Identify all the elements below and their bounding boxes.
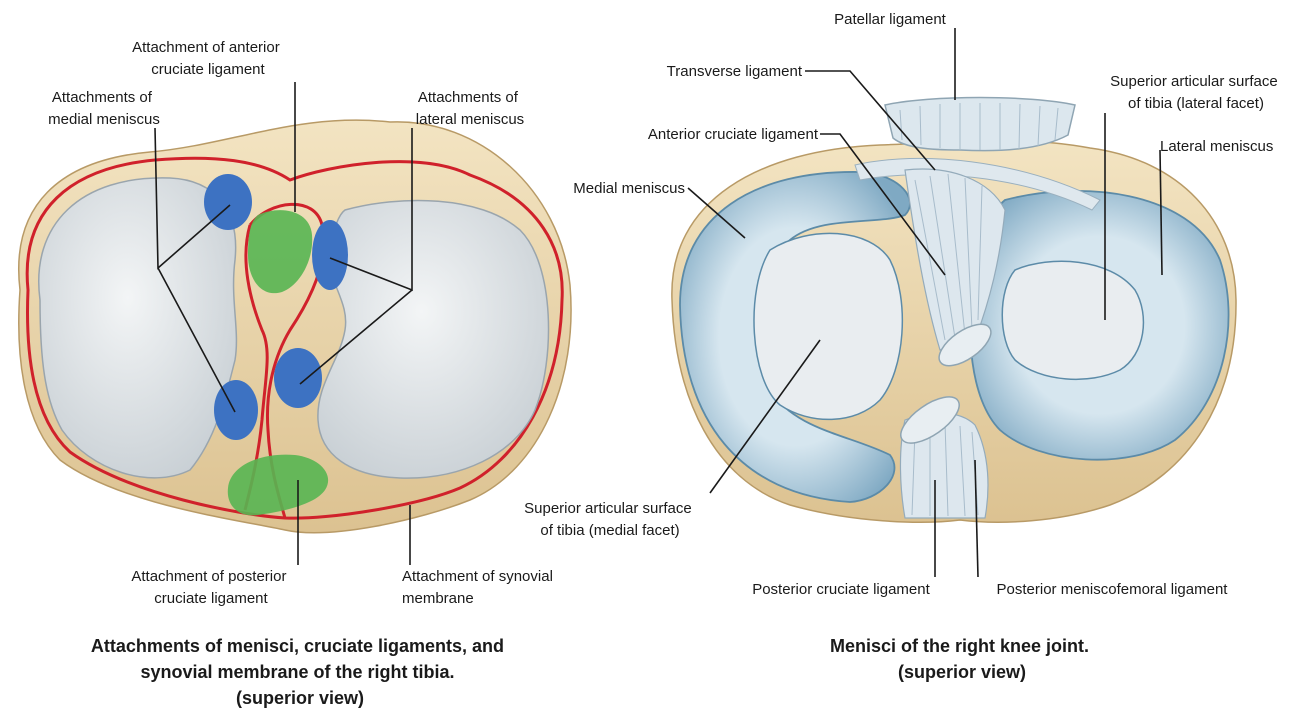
label-medial-meniscus-attachments: Attachments of medial meniscus <box>48 89 160 128</box>
label-posterior-cruciate-ligament: Posterior cruciate ligament <box>752 581 930 598</box>
label-lm-line1: Attachments of <box>418 89 519 106</box>
label-transverse-ligament: Transverse ligament <box>667 63 803 80</box>
left-caption: Attachments of menisci, cruciate ligamen… <box>91 636 509 708</box>
label-lateral-meniscus: Lateral meniscus <box>1160 138 1273 155</box>
medial-meniscus-posterior-attachment <box>214 380 258 440</box>
label-synovial-attachment: Attachment of synovial membrane <box>402 568 557 607</box>
label-pcl-line2: cruciate ligament <box>154 590 268 607</box>
label-slf-line1: Superior articular surface <box>1110 73 1278 90</box>
label-syn-line1: Attachment of synovial <box>402 568 553 585</box>
left-caption-line1: Attachments of menisci, cruciate ligamen… <box>91 636 504 656</box>
label-smf-line2: of tibia (medial facet) <box>540 522 679 539</box>
label-smf-line1: Superior articular surface <box>524 500 692 517</box>
label-superior-lateral-facet: Superior articular surface of tibia (lat… <box>1110 73 1282 112</box>
label-lateral-meniscus-attachments: Attachments of lateral meniscus <box>416 89 524 128</box>
label-mm-line1: Attachments of <box>52 89 153 106</box>
lateral-meniscus-anterior-attachment <box>312 220 348 290</box>
label-mm-line2: medial meniscus <box>48 111 160 128</box>
right-caption-line2: (superior view) <box>898 662 1026 682</box>
right-knee-figure: Patellar ligament Transverse ligament An… <box>524 11 1282 682</box>
label-lm-line2: lateral meniscus <box>416 111 524 128</box>
right-caption: Menisci of the right knee joint. (superi… <box>830 636 1094 682</box>
medial-facet-cartilage <box>39 178 237 478</box>
label-medial-meniscus: Medial meniscus <box>573 180 685 197</box>
left-caption-line2: synovial membrane of the right tibia. <box>140 662 454 682</box>
right-caption-line1: Menisci of the right knee joint. <box>830 636 1089 656</box>
left-caption-line3: (superior view) <box>236 688 364 708</box>
label-pcl-attachment: Attachment of posterior cruciate ligamen… <box>131 568 290 607</box>
lateral-meniscus-posterior-attachment <box>274 348 322 408</box>
label-posterior-meniscofemoral-ligament: Posterior meniscofemoral ligament <box>997 581 1229 598</box>
label-syn-line2: membrane <box>402 590 474 607</box>
label-acl-attachment: Attachment of anterior cruciate ligament <box>132 39 284 78</box>
medial-facet-surface <box>754 233 902 419</box>
left-tibia-figure: Attachment of anterior cruciate ligament… <box>19 39 571 708</box>
label-acl-line1: Attachment of anterior <box>132 39 280 56</box>
label-anterior-cruciate-ligament: Anterior cruciate ligament <box>648 126 819 143</box>
label-slf-line2: of tibia (lateral facet) <box>1128 95 1264 112</box>
lateral-facet-surface <box>1002 261 1143 379</box>
label-pcl-line1: Attachment of posterior <box>131 568 286 585</box>
label-patellar-ligament: Patellar ligament <box>834 11 947 28</box>
label-superior-medial-facet: Superior articular surface of tibia (med… <box>524 500 696 539</box>
label-acl-line2: cruciate ligament <box>151 61 265 78</box>
